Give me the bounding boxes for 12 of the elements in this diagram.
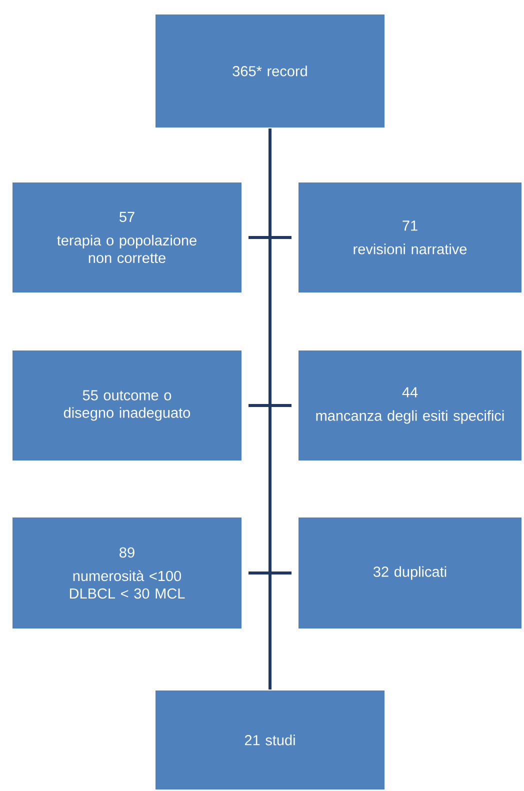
process-box: 44 mancanza degli esiti specifici bbox=[298, 350, 522, 462]
connector-line bbox=[248, 236, 292, 239]
connector-line bbox=[248, 572, 292, 574]
connector-line bbox=[268, 128, 272, 690]
process-box: 57 terapia o popolazione non corrette bbox=[12, 182, 242, 294]
process-box: 365* record bbox=[154, 13, 386, 128]
process-box: 71 revisioni narrative bbox=[298, 182, 522, 294]
process-box: 21 studi bbox=[154, 690, 386, 790]
process-box: 55 outcome o disegno inadeguato bbox=[12, 350, 242, 462]
connector-line bbox=[248, 404, 292, 407]
process-box: 89 numerosità <100 DLBCL < 30 MCL bbox=[12, 516, 242, 630]
process-box: 32 duplicati bbox=[298, 516, 522, 630]
